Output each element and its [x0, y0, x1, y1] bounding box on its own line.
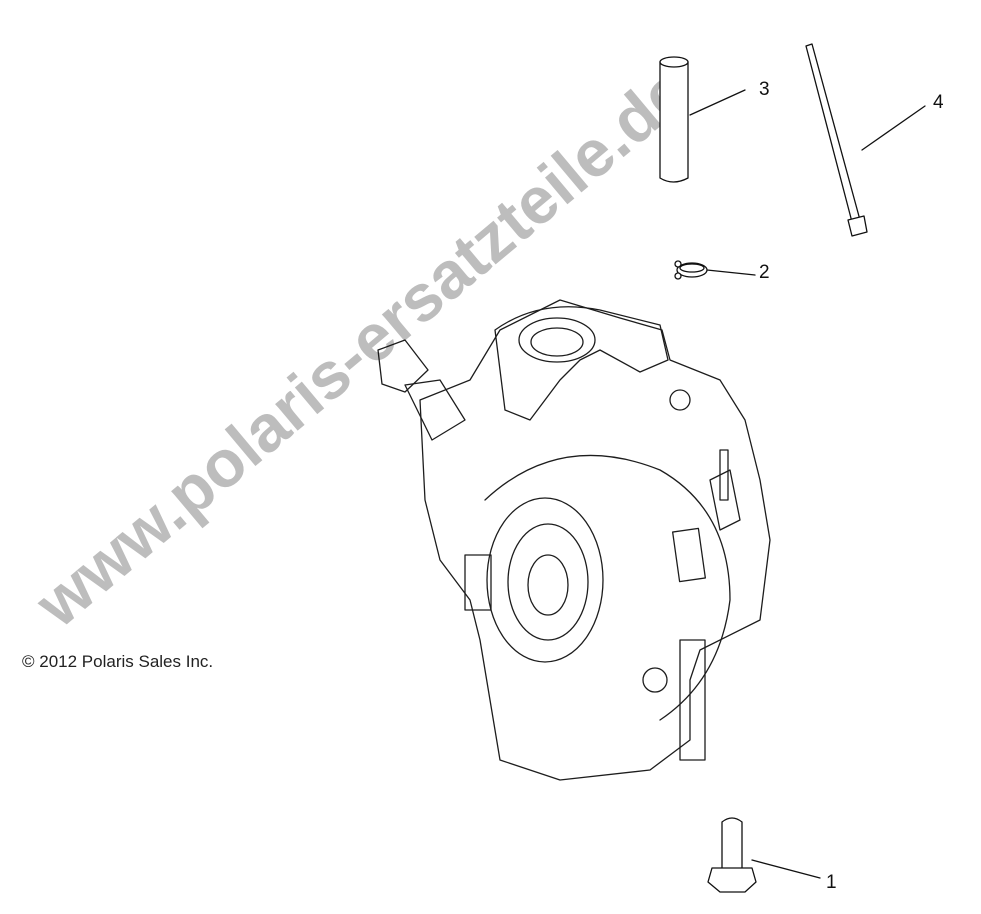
part-4-cable-tie [805, 43, 926, 237]
part-3-hose [659, 56, 746, 183]
callout-3: 3 [759, 79, 770, 100]
part-1-bolt [707, 817, 821, 893]
part-2-clamp [674, 260, 756, 280]
gearbox-assembly [377, 299, 771, 781]
callout-2: 2 [759, 262, 770, 283]
callout-4: 4 [933, 92, 944, 113]
copyright-notice: © 2012 Polaris Sales Inc. [22, 652, 214, 671]
callout-1: 1 [826, 872, 837, 893]
